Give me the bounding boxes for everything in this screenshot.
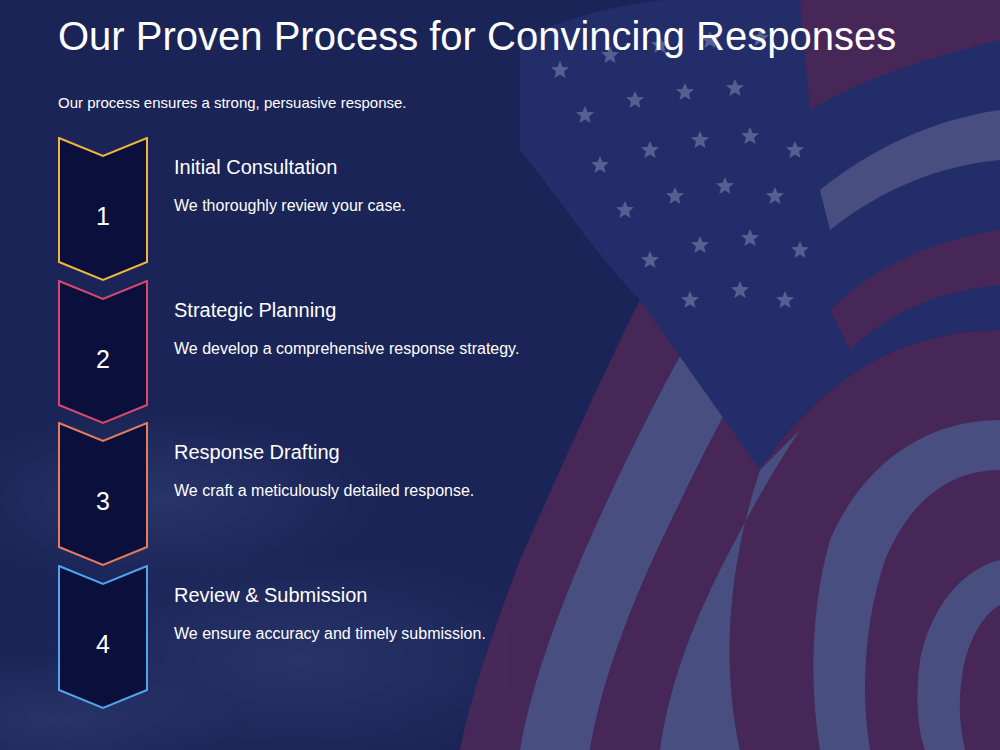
step-description: We thoroughly review your case.	[174, 196, 406, 216]
step-heading: Response Drafting	[174, 440, 340, 464]
chevron-outline	[59, 281, 147, 423]
step-number: 4	[58, 629, 148, 659]
process-step: 1 Initial Consultation We thoroughly revie…	[58, 137, 918, 280]
step-heading: Strategic Planning	[174, 298, 336, 322]
step-heading: Review & Submission	[174, 583, 367, 607]
process-step: 4 Review & Submission We ensure accuracy a…	[58, 565, 918, 708]
step-description: We craft a meticulously detailed respons…	[174, 481, 474, 501]
step-description: We develop a comprehensive response stra…	[174, 339, 519, 359]
process-step: 3 Response Drafting We craft a meticulousl…	[58, 422, 918, 565]
step-number: 3	[58, 486, 148, 516]
subtitle-text: Our process ensures a strong, persuasive…	[58, 93, 407, 113]
step-number: 2	[58, 344, 148, 374]
step-description: We ensure accuracy and timely submission…	[174, 624, 486, 644]
chevron-outline	[59, 138, 147, 280]
chevron-outline	[59, 566, 147, 708]
step-number: 1	[58, 201, 148, 231]
chevron-outline	[59, 423, 147, 565]
process-step: 2 Strategic Planning We develop a comprehe…	[58, 280, 918, 423]
step-heading: Initial Consultation	[174, 155, 337, 179]
page-title: Our Proven Process for Convincing Respon…	[58, 12, 896, 60]
